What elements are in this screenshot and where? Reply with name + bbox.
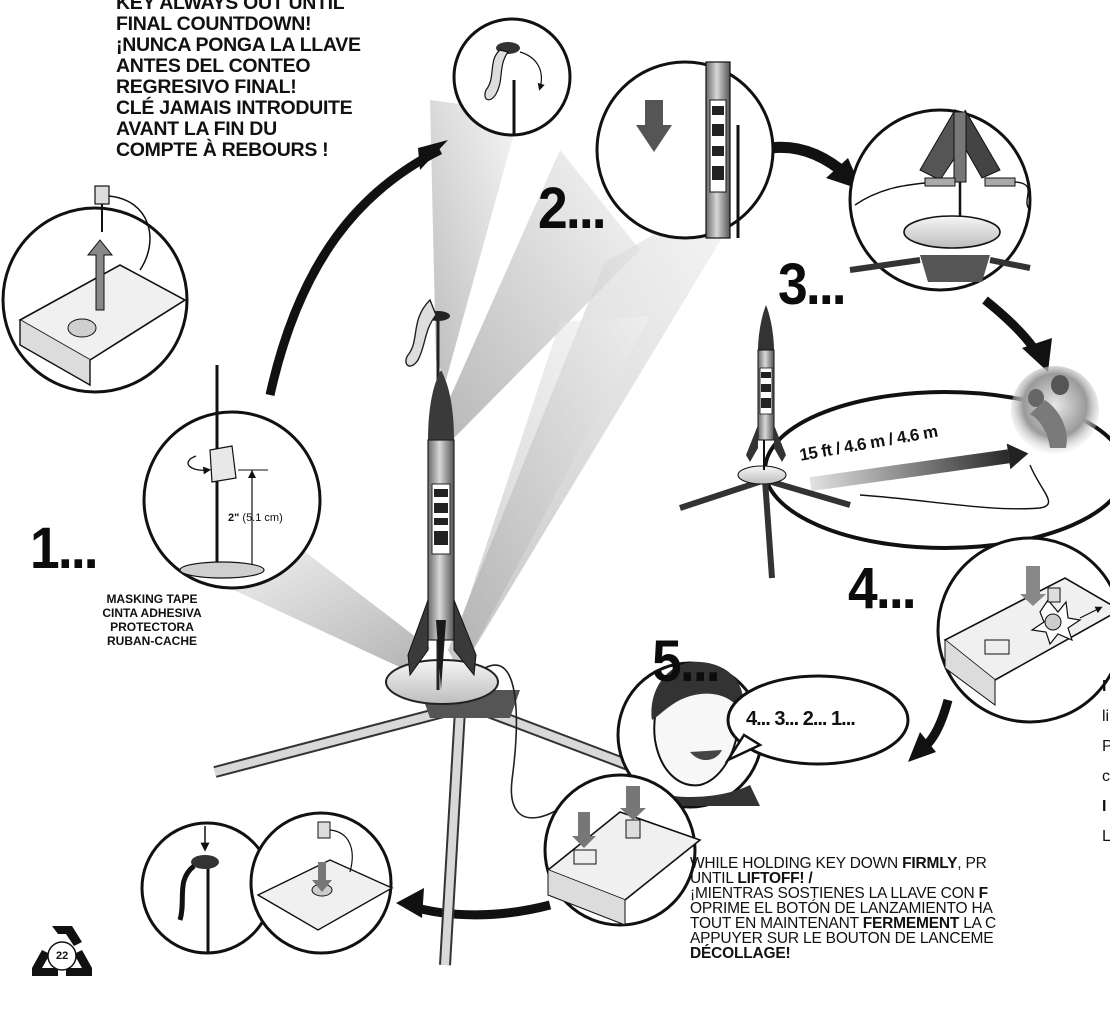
step-1-label: 1... — [30, 520, 97, 578]
launch-instructions: WHILE HOLDING KEY DOWN FIRMLY, PR UNTIL … — [690, 856, 1110, 961]
step-2-label: 2... — [538, 180, 605, 238]
step2-cap-circle — [454, 19, 570, 135]
step1-detail-circle — [144, 365, 320, 588]
cut-off-side-text: I li P c I L — [1102, 672, 1110, 852]
step-3-label: 3... — [778, 256, 845, 314]
step3-clips-circle — [850, 110, 1030, 290]
key-remove-circle — [251, 813, 392, 953]
countdown-text: 4... 3... 2... 1... — [746, 708, 855, 731]
step2-rocket-slide-circle — [597, 62, 773, 238]
page-number: 22 — [56, 950, 68, 962]
key-removed-circle — [3, 186, 187, 392]
arrow-to-release — [410, 905, 550, 915]
masking-tape-label: MASKING TAPE CINTA ADHESIVA PROTECTORA R… — [82, 592, 222, 648]
step-4-label: 4... — [848, 560, 915, 618]
step4-key-insert-circle — [938, 538, 1110, 722]
tape-height-label: 2" (5.1 cm) — [228, 512, 283, 524]
step-5-label: 5... — [652, 633, 719, 691]
arrow-head-release — [396, 888, 424, 918]
